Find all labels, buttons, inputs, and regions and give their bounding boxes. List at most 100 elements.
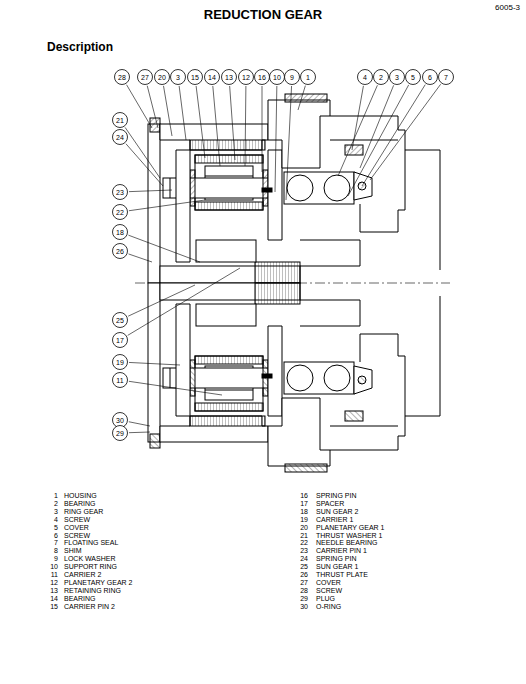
part-name: CARRIER PIN 1 bbox=[316, 547, 367, 555]
part-number: 2 bbox=[46, 500, 58, 508]
callout-circle: 5 bbox=[405, 69, 421, 85]
callout-circle: 13 bbox=[221, 69, 237, 85]
part-number: 30 bbox=[296, 603, 308, 611]
callout-number: 13 bbox=[225, 74, 233, 81]
callout-circle: 11 bbox=[112, 372, 128, 388]
part-number: 16 bbox=[296, 492, 308, 500]
part-number: 27 bbox=[296, 579, 308, 587]
leader-line bbox=[127, 85, 152, 128]
callout-circle: 20 bbox=[154, 69, 170, 85]
part-number: 9 bbox=[46, 555, 58, 563]
part-number: 21 bbox=[296, 532, 308, 540]
part-name: HOUSING bbox=[64, 492, 97, 500]
callout-circle: 15 bbox=[187, 69, 203, 85]
callout-number: 23 bbox=[116, 189, 124, 196]
leader-line bbox=[338, 85, 377, 176]
part-number: 29 bbox=[296, 595, 308, 603]
part-name: RING GEAR bbox=[64, 508, 103, 516]
callout-circle: 18 bbox=[112, 224, 128, 240]
part-name: SUN GEAR 2 bbox=[316, 508, 358, 516]
part-name: NEEDLE BEARING bbox=[316, 539, 377, 547]
callout-number: 3 bbox=[176, 74, 180, 81]
callout-number: 6 bbox=[428, 74, 432, 81]
callout-circle: 28 bbox=[114, 69, 130, 85]
part-name: SPACER bbox=[316, 500, 344, 508]
callout-number: 2 bbox=[379, 74, 383, 81]
part-name: COVER bbox=[316, 579, 341, 587]
callout-circle: 19 bbox=[112, 354, 128, 370]
part-number: 12 bbox=[46, 579, 58, 587]
part-name: SCREW bbox=[316, 587, 342, 595]
part-name: PLANETARY GEAR 1 bbox=[316, 524, 384, 532]
part-name: PLUG bbox=[316, 595, 335, 603]
page-title: REDUCTION GEAR bbox=[0, 7, 526, 22]
callout-number: 20 bbox=[158, 74, 166, 81]
leader-line bbox=[129, 381, 222, 395]
part-number: 7 bbox=[46, 539, 58, 547]
callout-number: 25 bbox=[116, 317, 124, 324]
callout-circle: 9 bbox=[284, 69, 300, 85]
part-name: FLOATING SEAL bbox=[64, 539, 118, 547]
leader-line bbox=[213, 86, 220, 166]
callout-circle: 17 bbox=[112, 332, 128, 348]
leader-line bbox=[245, 86, 247, 166]
leader-line bbox=[147, 86, 158, 128]
part-number: 22 bbox=[296, 539, 308, 547]
part-name: BEARING bbox=[64, 595, 96, 603]
part-number: 11 bbox=[46, 571, 58, 579]
part-number: 10 bbox=[46, 563, 58, 571]
part-name: RETAINING RING bbox=[64, 587, 121, 595]
leader-line bbox=[164, 86, 172, 136]
leader-line bbox=[370, 84, 441, 180]
callout-circle: 6 bbox=[422, 69, 438, 85]
leader-line bbox=[360, 85, 394, 168]
leader-line bbox=[128, 268, 240, 335]
callout-number: 21 bbox=[116, 117, 124, 124]
callout-number: 26 bbox=[116, 248, 124, 255]
callout-circle: 14 bbox=[204, 69, 220, 85]
callout-circle: 2 bbox=[373, 69, 389, 85]
leader-line bbox=[179, 86, 186, 140]
part-number: 20 bbox=[296, 524, 308, 532]
callout-circle: 26 bbox=[112, 243, 128, 259]
callout-number: 1 bbox=[306, 74, 310, 81]
callout-number: 11 bbox=[116, 377, 123, 384]
leader-line bbox=[129, 254, 152, 262]
page-number: 6005-3 bbox=[495, 3, 520, 12]
part-number: 24 bbox=[296, 555, 308, 563]
callout-circle: 25 bbox=[112, 312, 128, 328]
part-number: 15 bbox=[46, 603, 58, 611]
leader-line bbox=[129, 362, 180, 365]
part-name: COVER bbox=[64, 524, 89, 532]
part-number: 17 bbox=[296, 500, 308, 508]
leader-line bbox=[275, 86, 277, 192]
part-number: 5 bbox=[46, 524, 58, 532]
part-name: CARRIER 1 bbox=[316, 516, 353, 524]
part-number: 23 bbox=[296, 547, 308, 555]
callout-circle: 1 bbox=[300, 69, 316, 85]
callout-circle: 21 bbox=[112, 112, 128, 128]
part-name: SPRING PIN bbox=[316, 555, 356, 563]
callout-number: 9 bbox=[290, 74, 294, 81]
leader-line bbox=[129, 432, 150, 434]
leader-line bbox=[286, 86, 292, 200]
leader-line bbox=[348, 85, 409, 196]
leader-line bbox=[129, 200, 205, 211]
callout-circle: 24 bbox=[112, 129, 128, 145]
leader-line bbox=[230, 86, 235, 160]
part-number: 6 bbox=[46, 532, 58, 540]
callout-circle: 4 bbox=[357, 69, 373, 85]
part-name: O-RING bbox=[316, 603, 341, 611]
callout-circle: 16 bbox=[254, 69, 270, 85]
leader-line bbox=[196, 86, 205, 158]
leader-line bbox=[129, 422, 150, 426]
leader-line bbox=[362, 85, 425, 186]
callout-circle: 3 bbox=[389, 69, 405, 85]
callout-number: 12 bbox=[242, 74, 250, 81]
part-number: 25 bbox=[296, 563, 308, 571]
part-number: 8 bbox=[46, 547, 58, 555]
callout-number: 27 bbox=[141, 74, 149, 81]
part-number: 1 bbox=[46, 492, 58, 500]
part-name: SUPPORT RING bbox=[64, 563, 117, 571]
